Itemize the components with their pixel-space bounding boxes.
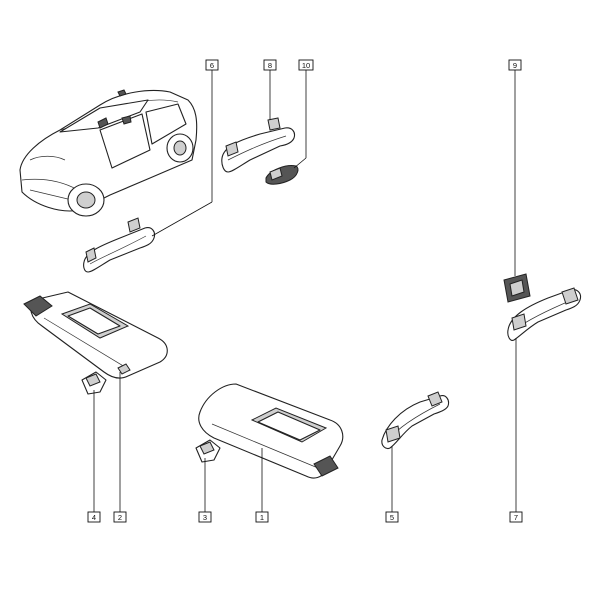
callout-3-label: 3 (203, 513, 207, 522)
part-grab-handle-8 (221, 117, 296, 173)
leader-lines (93, 70, 517, 512)
part-grab-handle-5 (381, 391, 450, 450)
callout-6-label: 6 (210, 61, 214, 70)
part-grab-handle-7 (507, 287, 582, 341)
callout-5-label: 5 (390, 513, 394, 522)
callout-7-label: 7 (514, 513, 518, 522)
part-visor-clip-3 (195, 439, 221, 463)
part-sun-visor-2 (23, 291, 168, 379)
callout-5[interactable]: 5 (385, 511, 399, 523)
callout-4[interactable]: 4 (87, 511, 101, 523)
callout-10[interactable]: 10 (298, 59, 314, 71)
callout-8-label: 8 (268, 61, 272, 70)
callout-1[interactable]: 1 (255, 511, 269, 523)
car-illustration (19, 89, 198, 217)
callout-2-label: 2 (118, 513, 122, 522)
callout-9[interactable]: 9 (508, 59, 522, 71)
callout-7[interactable]: 7 (509, 511, 523, 523)
part-clip-10 (265, 165, 299, 185)
part-clip-9 (503, 273, 531, 303)
callout-8[interactable]: 8 (263, 59, 277, 71)
callout-1-label: 1 (260, 513, 264, 522)
callout-9-label: 9 (513, 61, 517, 70)
callout-3[interactable]: 3 (198, 511, 212, 523)
callout-6[interactable]: 6 (205, 59, 219, 71)
part-sun-visor-1 (198, 383, 344, 479)
callout-4-label: 4 (92, 513, 96, 522)
part-visor-clip-4 (81, 371, 107, 395)
part-grab-handle-6 (83, 217, 156, 273)
callout-2[interactable]: 2 (113, 511, 127, 523)
callout-10-label: 10 (302, 61, 310, 70)
